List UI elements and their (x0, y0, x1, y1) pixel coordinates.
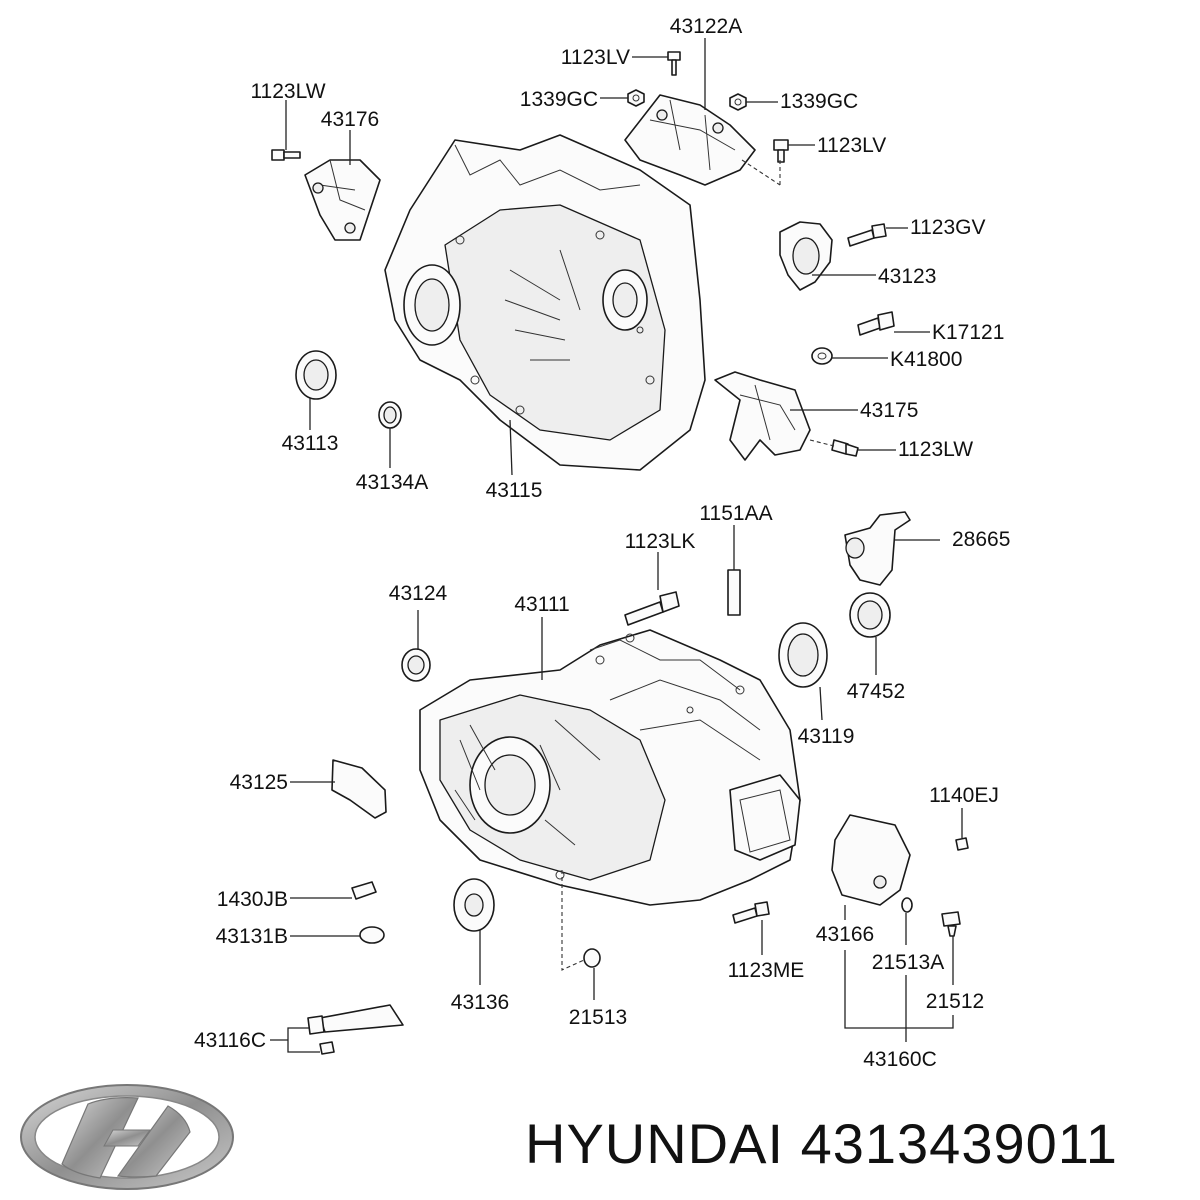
part-number: 4313439011 (800, 1112, 1118, 1175)
cover-43166 (831, 814, 911, 906)
seal-43113 (295, 350, 337, 400)
label-43166: 43166 (816, 923, 874, 946)
label-47452: 47452 (847, 680, 905, 703)
label-1151AA: 1151AA (699, 502, 772, 525)
label-43111: 43111 (514, 593, 569, 616)
label-43131B: 43131B (216, 925, 288, 948)
bolt-1123LV-top (667, 51, 681, 76)
label-43122A: 43122A (670, 15, 742, 38)
bushing-43134A (378, 401, 402, 429)
bracket-28665 (844, 511, 911, 586)
cover-43123 (779, 221, 833, 291)
bracket-43176 (304, 159, 381, 241)
bolt-1123LV-right (773, 139, 789, 163)
cover-43136 (453, 878, 495, 932)
label-43160C: 43160C (863, 1048, 937, 1071)
label-43175: 43175 (860, 399, 918, 422)
bolt-1123ME (732, 901, 770, 924)
hyundai-logo (20, 1084, 234, 1190)
bracket-43175 (714, 371, 811, 461)
nut-1339GC-right (729, 93, 747, 111)
clutch-housing-43115 (384, 134, 706, 471)
label-1123LV-right: 1123LV (817, 134, 886, 157)
bolt-1140EJ (955, 837, 969, 851)
label-28665: 28665 (952, 528, 1010, 551)
plug-43131B (359, 926, 385, 944)
label-K17121: K17121 (932, 321, 1004, 344)
washer-K41800 (811, 347, 833, 365)
brand-name: HYUNDAI (525, 1112, 785, 1175)
label-1123LV-top: 1123LV (561, 46, 630, 69)
label-1123LW-top: 1123LW (250, 80, 325, 103)
label-1140EJ: 1140EJ (929, 784, 999, 807)
label-1430JB: 1430JB (217, 888, 288, 911)
label-21513: 21513 (569, 1006, 627, 1029)
label-1123ME: 1123ME (728, 959, 805, 982)
bolt-1123LK (624, 591, 680, 626)
label-43176: 43176 (321, 108, 379, 131)
bolt-1123LW-top (271, 149, 301, 161)
label-43115: 43115 (486, 479, 543, 502)
seal-47452 (849, 592, 891, 638)
label-1339GC-right: 1339GC (780, 90, 858, 113)
label-21512: 21512 (926, 990, 984, 1013)
label-43123: 43123 (878, 265, 936, 288)
label-1123LK: 1123LK (625, 530, 696, 553)
label-K41800: K41800 (890, 348, 962, 371)
plug-21512 (941, 911, 961, 937)
label-1123GV: 1123GV (910, 216, 986, 239)
seal-43119 (778, 622, 828, 688)
oring-21513 (583, 948, 601, 968)
label-43119: 43119 (798, 725, 855, 748)
label-43134A: 43134A (356, 471, 428, 494)
label-43116C: 43116C (194, 1029, 266, 1052)
footer-caption: HYUNDAI 4313439011 (525, 1108, 1185, 1180)
label-1339GC-left: 1339GC (520, 88, 598, 111)
bracket-43122A (624, 94, 756, 186)
bolt-1123GV (847, 223, 887, 247)
label-43136: 43136 (451, 991, 509, 1014)
label-1123LW-right: 1123LW (898, 438, 973, 461)
leader-lines (270, 38, 963, 1053)
bolt-K17121 (857, 311, 895, 336)
part-labels: 43122A 1123LV 1339GC 1339GC 1123LV 1123L… (194, 15, 1010, 1071)
label-43113: 43113 (282, 432, 339, 455)
plate-43125 (331, 759, 387, 819)
nut-1339GC-left (627, 89, 645, 107)
label-21513A: 21513A (872, 951, 944, 974)
transaxle-case-43111 (419, 629, 801, 906)
bushing-43124 (401, 648, 431, 682)
label-43124: 43124 (389, 582, 448, 605)
pin-1430JB (351, 881, 377, 900)
label-43125: 43125 (230, 771, 288, 794)
bolt-1123LW-right (831, 439, 859, 457)
oring-21513A (901, 897, 913, 913)
pin-1151AA (727, 569, 741, 616)
sealant-43116C (307, 1004, 404, 1055)
